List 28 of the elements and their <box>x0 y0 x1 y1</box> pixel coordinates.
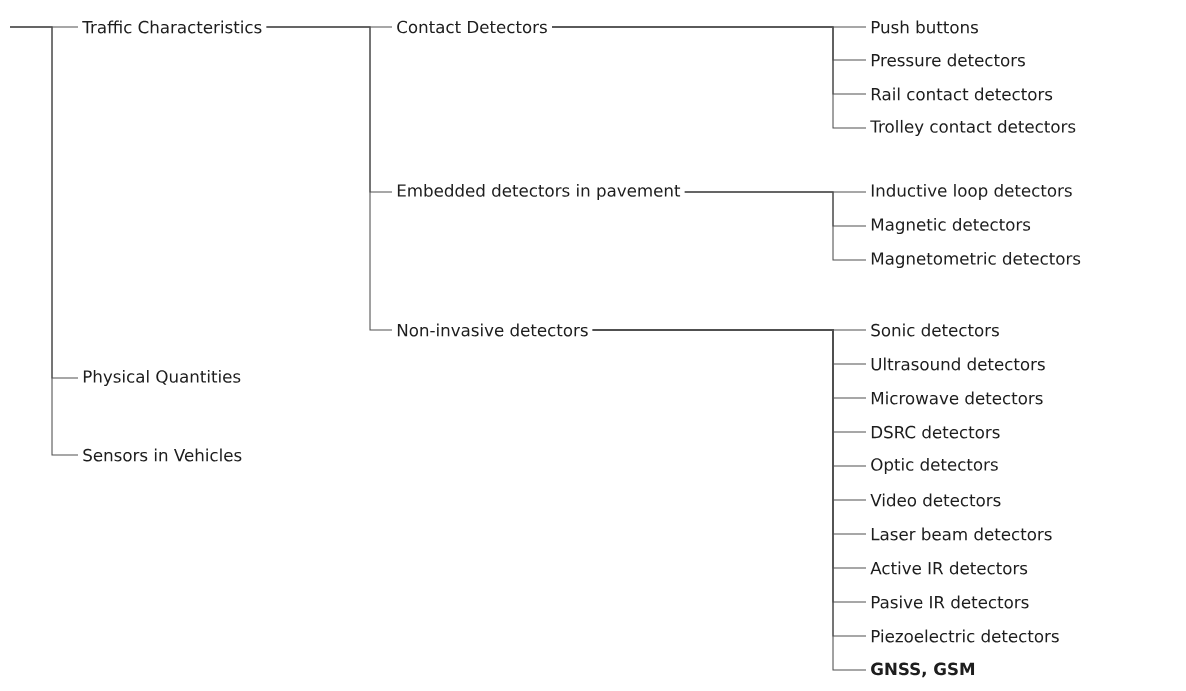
tree-label: Rail contact detectors <box>871 87 1053 101</box>
tree-connector <box>551 26 867 129</box>
tree-label: DSRC detectors <box>871 425 1000 439</box>
tree-label: GNSS, GSM <box>871 662 975 678</box>
tree-connector <box>266 26 393 331</box>
tree-label: Laser beam detectors <box>871 527 1052 541</box>
tree-label: Active IR detectors <box>870 561 1028 575</box>
tree-label: Microwave detectors <box>871 391 1043 405</box>
tree-label: Push buttons <box>871 20 978 34</box>
tree-label: Piezoelectric detectors <box>871 629 1059 643</box>
tree-label: Contact Detectors <box>397 20 547 34</box>
tree-label: Sensors in Vehicles <box>83 448 242 462</box>
tree-label: Non-invasive detectors <box>397 323 588 337</box>
tree-label: Trolley contact detectors <box>870 119 1076 137</box>
tree-label: Video detectors <box>870 493 1001 507</box>
tree-label: Physical Quantities <box>83 369 241 387</box>
tree-label: Magnetic detectors <box>871 217 1031 235</box>
tree-connector <box>684 191 867 261</box>
tree-label: Magnetometric detectors <box>871 251 1081 269</box>
tree-label: Embedded detectors in pavement <box>397 183 681 201</box>
tree-label: Pasive IR detectors <box>871 595 1029 609</box>
tree-label: Traffic Characteristics <box>82 20 262 34</box>
tree-label: Sonic detectors <box>871 323 999 337</box>
tree-label: Inductive loop detectors <box>871 183 1072 201</box>
tree-label: Optic detectors <box>871 457 998 475</box>
tree-label: Pressure detectors <box>871 53 1025 67</box>
tree-label: Ultrasound detectors <box>871 357 1045 371</box>
tree-connector <box>9 26 79 456</box>
